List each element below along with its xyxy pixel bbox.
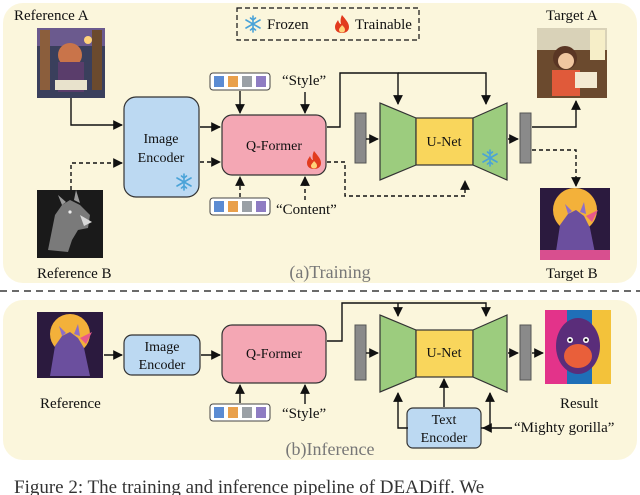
unet-training-label: U-Net: [427, 135, 462, 150]
unet-inference: [379, 314, 508, 393]
training-caption: (a)Training: [289, 262, 370, 283]
arrow-qformer-to-bar: [327, 72, 403, 128]
image-encoder-training-line1: Image: [144, 132, 179, 147]
qformer-training-label: Q-Former: [246, 139, 302, 154]
inference-reference-image: [37, 312, 103, 378]
legend-box: [236, 7, 420, 41]
result-image: [545, 310, 611, 384]
image-encoder-inference-line1: Image: [145, 340, 180, 355]
unet-training: [379, 102, 508, 181]
text-encoder-line2: Encoder: [421, 431, 468, 446]
query-tokens-style: [209, 72, 271, 91]
inference-reference-label: Reference: [40, 396, 101, 412]
output-bar-training: [519, 112, 532, 164]
unet-inference-label: U-Net: [427, 346, 462, 361]
condition-bar-training: [354, 112, 367, 164]
legend-trainable-label: Trainable: [355, 17, 412, 33]
image-encoder-training: [123, 96, 200, 198]
image-encoder-inference-line2: Encoder: [139, 358, 186, 373]
content-prompt-training: “Content”: [276, 202, 337, 218]
text-prompt: “Mighty gorilla”: [514, 420, 614, 436]
target-a-label: Target A: [546, 8, 598, 24]
inference-caption: (b)Inference: [286, 439, 375, 460]
output-bar-inference: [519, 324, 532, 381]
arrow-ref-a-to-encoder: [70, 98, 123, 130]
qformer-inference-label: Q-Former: [246, 347, 302, 362]
arrow-text-encoder-to-unet-left: [393, 392, 408, 429]
arrow-qformer-to-unet-inf: [327, 302, 491, 342]
reference-b-image: [37, 190, 103, 258]
style-prompt-inference: “Style”: [282, 406, 326, 422]
target-a-image: [537, 28, 607, 98]
legend-frozen-label: Frozen: [267, 17, 309, 33]
qformer-training: [221, 114, 327, 176]
arrow-qformer-to-unet-dashed: [327, 161, 470, 197]
image-encoder-inference: [123, 334, 201, 376]
text-encoder-line1: Text: [432, 413, 457, 428]
target-b-label: Target B: [546, 266, 598, 282]
reference-b-label: Reference B: [37, 266, 112, 282]
arrow-ref-b-to-encoder: [70, 158, 123, 190]
arrow-to-unet-top-right: [398, 72, 491, 105]
image-encoder-training-line2: Encoder: [138, 151, 185, 166]
reference-a-label: Reference A: [14, 8, 89, 24]
style-prompt-training: “Style”: [282, 73, 326, 89]
result-label: Result: [560, 396, 599, 412]
query-tokens-content: [209, 197, 271, 216]
arrow-outbar-to-target-a: [532, 100, 581, 128]
condition-bar-inference: [354, 324, 367, 381]
arrow-outbar-to-target-b: [532, 149, 581, 187]
qformer-inference: [221, 324, 327, 384]
target-b-image: [540, 188, 610, 260]
figure-caption: Figure 2: The training and inference pip…: [14, 477, 484, 495]
reference-a-image: [37, 28, 105, 98]
query-tokens-inference: [209, 403, 271, 422]
